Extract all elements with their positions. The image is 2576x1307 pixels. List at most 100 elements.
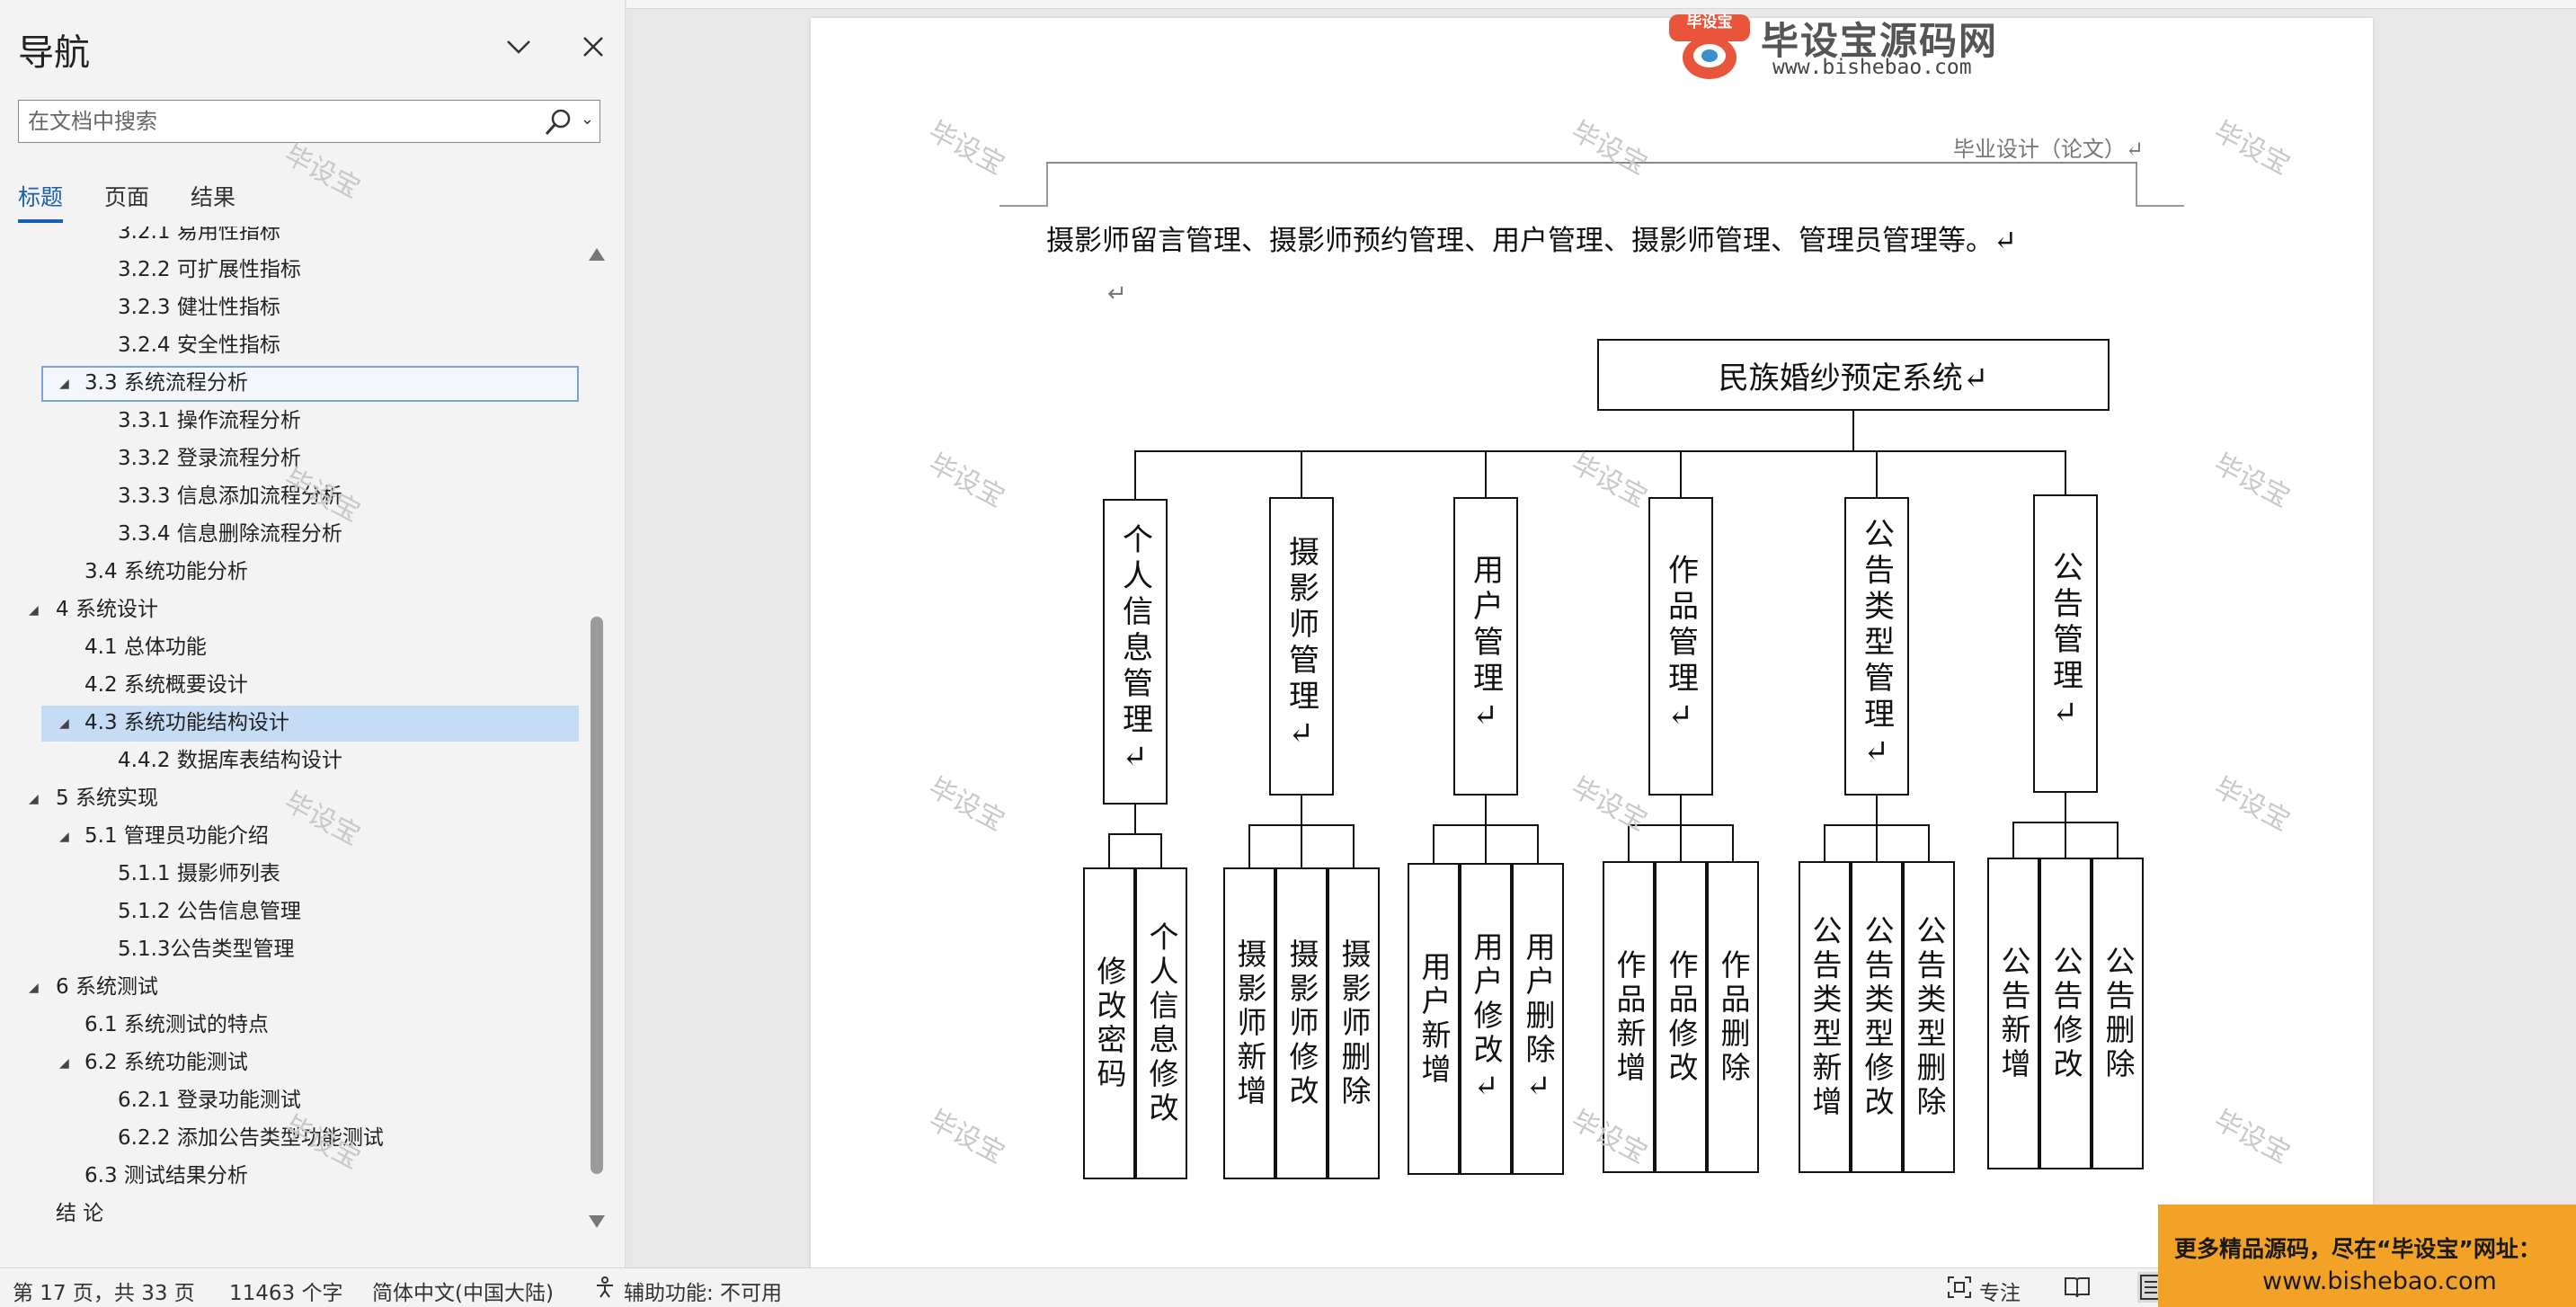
chart-leaf-box: 公告类型新增 — [1799, 861, 1851, 1173]
nav-heading-item[interactable]: 3.2.4 安全性指标 — [0, 327, 584, 365]
chart-connector — [1301, 796, 1302, 824]
search-input[interactable] — [28, 106, 549, 137]
chart-connector — [1928, 824, 1930, 861]
nav-heading-label: 6.2.1 登录功能测试 — [118, 1089, 301, 1112]
nav-heading-item[interactable]: ◢4.3 系统功能结构设计 — [0, 705, 584, 742]
nav-heading-label: 6.1 系统测试的特点 — [84, 1013, 269, 1036]
nav-heading-item[interactable]: 6.1 系统测试的特点 — [0, 1007, 584, 1045]
accessibility-status[interactable]: 辅助功能: 不可用 — [624, 1282, 783, 1305]
watermark-text: 毕设宝 — [923, 771, 1010, 838]
nav-heading-item[interactable]: 3.2.2 可扩展性指标 — [0, 252, 584, 289]
watermark-text: 毕设宝 — [279, 138, 366, 205]
nav-heading-item[interactable]: 3.2.3 健壮性指标 — [0, 289, 584, 327]
nav-heading-label: 3.3.3 信息添加流程分析 — [118, 485, 342, 508]
nav-heading-item[interactable]: 4.2 系统概要设计 — [0, 667, 584, 705]
nav-heading-item[interactable]: ◢ 3.3 系统流程分析 — [0, 365, 584, 403]
expand-triangle-icon[interactable]: ◢ — [59, 830, 69, 844]
nav-heading-item[interactable]: 5.1.1 摄影师列表 — [0, 856, 584, 894]
tab-results[interactable]: 结果 — [191, 184, 236, 210]
nav-heading-label: 3.2.3 健壮性指标 — [118, 296, 280, 319]
nav-scrollbar[interactable] — [585, 245, 608, 1233]
tab-pages[interactable]: 页面 — [104, 184, 150, 210]
logo-badge-text: 毕设宝 — [1686, 13, 1733, 31]
nav-heading-item[interactable]: 结 论 — [0, 1196, 584, 1233]
nav-heading-label: 3.3.4 信息删除流程分析 — [118, 522, 342, 546]
nav-heading-item[interactable]: 3.3.1 操作流程分析 — [0, 403, 584, 440]
chart-connector — [1876, 796, 1878, 824]
nav-heading-item[interactable]: ◢5 系统实现 — [0, 780, 584, 818]
nav-heading-label: 3.3 系统流程分析 — [84, 371, 248, 395]
page-count[interactable]: 第 17 页，共 33 页 — [13, 1282, 195, 1305]
chart-connector — [1628, 824, 1630, 861]
search-options-chevron-icon[interactable]: ⌄ — [580, 110, 594, 129]
chart-leaf-box: 摄影师修改 — [1275, 867, 1328, 1179]
scroll-up-arrow-icon[interactable] — [589, 248, 605, 261]
pane-options-chevron-icon[interactable] — [499, 27, 538, 67]
nav-heading-item[interactable]: 3.3.3 信息添加流程分析 — [0, 478, 584, 516]
scrollbar-thumb[interactable] — [591, 617, 603, 1174]
focus-mode-label[interactable]: 专注 — [1979, 1282, 2021, 1305]
nav-heading-item[interactable]: 6.2.2 添加公告类型功能测试 — [0, 1120, 584, 1158]
chart-connector — [1134, 450, 1136, 499]
close-icon[interactable] — [573, 27, 613, 67]
chart-module-box: 摄影师管理↵ — [1269, 497, 1334, 796]
nav-heading-label: 4 系统设计 — [56, 598, 158, 621]
chart-connector — [2065, 450, 2066, 494]
nav-heading-item[interactable]: 5.1.2 公告信息管理 — [0, 894, 584, 931]
nav-heading-item[interactable]: ◢6.2 系统功能测试 — [0, 1045, 584, 1082]
status-bar: 第 17 页，共 33 页 11463 个字 简体中文(中国大陆) 辅助功能: … — [0, 1267, 2576, 1307]
accessibility-icon[interactable] — [593, 1276, 617, 1304]
nav-heading-item[interactable]: 4.1 总体功能 — [0, 629, 584, 667]
chart-connector — [2117, 822, 2119, 858]
promo-line-1: 更多精品源码，尽在“毕设宝”网址： — [2174, 1236, 2541, 1262]
document-page[interactable]: 毕业设计（论文）↵ 摄影师留言管理、摄影师预约管理、用户管理、摄影师管理、管理员… — [811, 18, 2373, 1267]
expand-triangle-icon[interactable]: ◢ — [59, 716, 69, 731]
nav-heading-label: 4.4.2 数据库表结构设计 — [118, 749, 342, 772]
nav-heading-item[interactable]: 6.3 测试结果分析 — [0, 1158, 584, 1196]
site-logo: 毕设宝 毕设宝源码网 www.bishebao.com — [1660, 4, 2002, 84]
language-indicator[interactable]: 简体中文(中国大陆) — [372, 1282, 554, 1305]
word-count[interactable]: 11463 个字 — [229, 1282, 343, 1305]
search-box[interactable]: ⌄ — [18, 100, 600, 143]
expand-triangle-icon[interactable]: ◢ — [29, 981, 39, 995]
nav-heading-item[interactable]: 3.3.2 登录流程分析 — [0, 440, 584, 478]
tab-headings[interactable]: 标题 — [18, 180, 64, 223]
watermark-text: 毕设宝 — [2208, 1104, 2296, 1170]
nav-heading-item[interactable]: 3.2.1 易用性指标 — [0, 227, 584, 252]
expand-triangle-icon[interactable]: ◢ — [59, 377, 69, 391]
nav-heading-item[interactable]: 4.4.2 数据库表结构设计 — [0, 742, 584, 780]
nav-heading-item[interactable]: ◢ 4 系统设计 — [0, 591, 584, 629]
document-area[interactable]: 毕业设计（论文）↵ 摄影师留言管理、摄影师预约管理、用户管理、摄影师管理、管理员… — [626, 0, 2576, 1267]
chart-leaf-box: 用户新增 — [1408, 863, 1460, 1175]
focus-mode-icon[interactable] — [1947, 1276, 1972, 1304]
scroll-down-arrow-icon[interactable] — [589, 1215, 605, 1228]
nav-heading-item[interactable]: 5.1.3公告类型管理 — [0, 931, 584, 969]
nav-heading-item[interactable]: 6.2.1 登录功能测试 — [0, 1082, 584, 1120]
nav-title: 导航 — [18, 32, 90, 74]
nav-heading-item[interactable]: 3.4 系统功能分析 — [0, 554, 584, 591]
expand-triangle-icon[interactable]: ◢ — [29, 603, 39, 618]
expand-triangle-icon[interactable]: ◢ — [29, 792, 39, 806]
chart-connector — [1876, 824, 1878, 861]
nav-heading-item[interactable]: ◢6 系统测试 — [0, 969, 584, 1007]
chart-leaf-box: 公告类型删除 — [1903, 861, 1955, 1173]
nav-heading-item[interactable]: ◢ 5.1 管理员功能介绍 — [0, 818, 584, 856]
chart-connector — [2065, 822, 2066, 858]
nav-heading-item[interactable]: 3.3.4 信息删除流程分析 — [0, 516, 584, 554]
chart-connector — [1433, 824, 1435, 863]
watermark-text: 毕设宝 — [1566, 115, 1653, 182]
chart-connector — [1485, 796, 1487, 824]
nav-heading-label: 6.3 测试结果分析 — [84, 1164, 248, 1187]
chart-connector — [1537, 824, 1539, 863]
watermark-text: 毕设宝 — [923, 1104, 1010, 1170]
read-mode-icon[interactable] — [2064, 1276, 2091, 1304]
nav-heading-label: 4.2 系统概要设计 — [84, 673, 248, 697]
chart-connector — [1248, 824, 1250, 867]
header-rule — [1046, 162, 2137, 164]
expand-triangle-icon[interactable]: ◢ — [59, 1056, 69, 1071]
nav-heading-label: 5.1 管理员功能介绍 — [84, 824, 269, 848]
chart-connector — [1135, 450, 2065, 452]
watermark-text: 毕设宝 — [2208, 115, 2296, 182]
search-icon[interactable] — [544, 107, 573, 138]
